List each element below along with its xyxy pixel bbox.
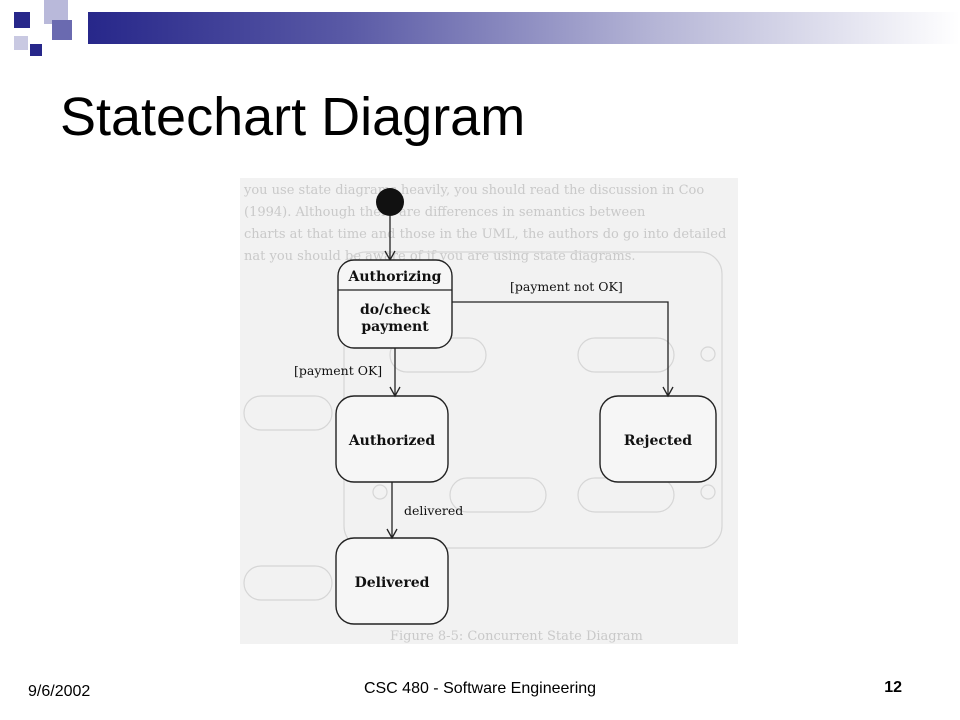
header-square-mid [52, 20, 72, 40]
svg-text:charts at that time and those: charts at that time and those in the UML… [244, 227, 726, 242]
svg-text:you use state diagrams heavily: you use state diagrams heavily, you shou… [243, 183, 704, 198]
header-square-dark [14, 12, 30, 28]
background-ghost-text: you use state diagrams heavily, you shou… [243, 183, 726, 644]
slide-title: Statechart Diagram [60, 87, 526, 147]
statechart-svg: you use state diagrams heavily, you shou… [243, 183, 726, 644]
transition-payment-ok-label: [payment OK] [294, 363, 382, 378]
svg-text:nat you should be aware of if: nat you should be aware of if you are us… [244, 249, 636, 264]
header-square-dark-2 [30, 44, 42, 56]
state-authorizing: Authorizing do/check payment [337, 259, 453, 349]
svg-text:(1994). Although there are dif: (1994). Although there are differences i… [244, 205, 646, 220]
header-gradient-bar [88, 12, 960, 44]
transition-payment-not-ok-arrow [452, 301, 674, 398]
slide-page-number: 12 [884, 679, 902, 696]
state-rejected: Rejected [599, 395, 717, 483]
footer-course-title: CSC 480 - Software Engineering [363, 680, 597, 697]
initial-state-node [376, 188, 404, 216]
transition-payment-not-ok-label: [payment not OK] [510, 279, 623, 294]
state-authorized: Authorized [335, 395, 449, 483]
statechart-diagram: you use state diagrams heavily, you shou… [240, 178, 738, 644]
state-authorized-name: Authorized [348, 433, 436, 449]
state-authorizing-activity-2: payment [361, 319, 429, 335]
transition-delivered-label: delivered [404, 503, 463, 518]
header-square-pale [14, 36, 28, 50]
state-delivered-name: Delivered [355, 575, 430, 591]
svg-text:Figure 8-5: Concurrent State D: Figure 8-5: Concurrent State Diagram [390, 629, 643, 644]
state-authorizing-activity-1: do/check [360, 302, 430, 318]
footer-date: 9/6/2002 [28, 683, 91, 700]
state-authorizing-name: Authorizing [348, 269, 442, 285]
state-rejected-name: Rejected [624, 433, 692, 449]
state-delivered: Delivered [335, 537, 449, 625]
